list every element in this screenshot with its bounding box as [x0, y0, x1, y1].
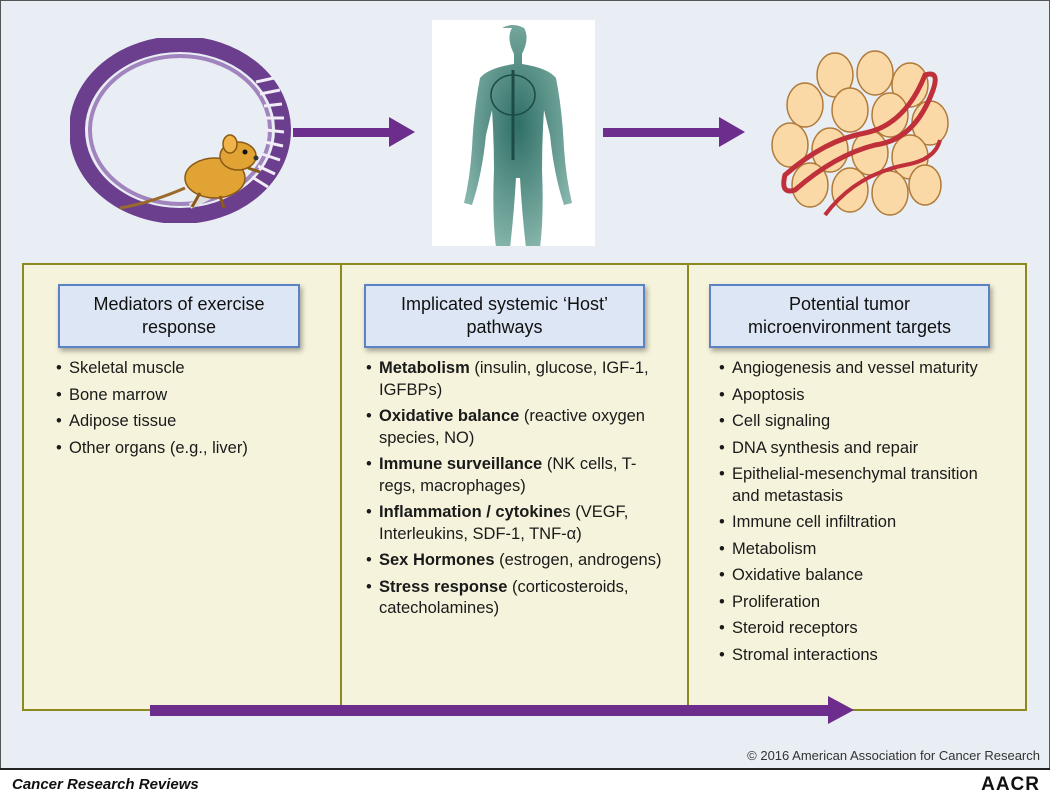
- list-item: Inflammation / cytokines (VEGF, Interleu…: [366, 502, 666, 545]
- column-header-tumor-targets: Potential tumor microenvironment targets: [709, 284, 990, 348]
- list-item: Metabolism: [719, 539, 1009, 561]
- mouse-in-wheel-illustration: [70, 38, 291, 223]
- mediators-list: Skeletal muscle Bone marrow Adipose tiss…: [56, 358, 326, 464]
- list-item: Stromal interactions: [719, 645, 1009, 667]
- list-item: Metabolism (insulin, glucose, IGF-1, IGF…: [366, 358, 666, 401]
- bottom-arrow: [150, 696, 854, 724]
- list-item: Cell signaling: [719, 411, 1009, 433]
- human-body-xray-illustration: [432, 20, 595, 246]
- tumor-targets-list: Angiogenesis and vessel maturity Apoptos…: [719, 358, 1009, 671]
- list-item: Other organs (e.g., liver): [56, 438, 326, 460]
- top-illustrations: [0, 0, 1050, 260]
- column-header-label: Implicated systemic ‘Host’ pathways: [400, 294, 609, 337]
- journal-title: Cancer Research Reviews: [12, 776, 199, 793]
- list-item: Apoptosis: [719, 385, 1009, 407]
- arrow-1: [293, 117, 415, 147]
- arrow-2: [603, 117, 745, 147]
- list-item: Immune surveillance (NK cells, T-regs, m…: [366, 454, 666, 497]
- list-item: Proliferation: [719, 592, 1009, 614]
- list-item: Angiogenesis and vessel maturity: [719, 358, 1009, 380]
- copyright-text: © 2016 American Association for Cancer R…: [747, 748, 1040, 763]
- list-item: Oxidative balance: [719, 565, 1009, 587]
- list-item: Skeletal muscle: [56, 358, 326, 380]
- list-item: Adipose tissue: [56, 411, 326, 433]
- list-item: Steroid receptors: [719, 618, 1009, 640]
- list-item: Sex Hormones (estrogen, androgens): [366, 550, 666, 572]
- list-item: Immune cell infiltration: [719, 512, 1009, 534]
- column-header-label: Potential tumor microenvironment targets: [747, 294, 952, 337]
- list-item: Oxidative balance (reactive oxygen speci…: [366, 406, 666, 449]
- host-pathways-list: Metabolism (insulin, glucose, IGF-1, IGF…: [366, 358, 666, 625]
- list-item: Epithelial-mesenchymal transition and me…: [719, 464, 1009, 507]
- column-header-host-pathways: Implicated systemic ‘Host’ pathways: [364, 284, 645, 348]
- column-divider-2: [687, 265, 689, 709]
- list-item: DNA synthesis and repair: [719, 438, 1009, 460]
- column-divider-1: [340, 265, 342, 709]
- column-header-label: Mediators of exercise response: [93, 294, 265, 337]
- aacr-logo: AACR: [981, 774, 1040, 795]
- footer-bar: Cancer Research Reviews AACR: [0, 768, 1050, 798]
- list-item: Stress response (corticosteroids, catech…: [366, 577, 666, 620]
- tumor-cells-vessel-illustration: [771, 50, 949, 217]
- column-header-mediators: Mediators of exercise response: [58, 284, 300, 348]
- list-item: Bone marrow: [56, 385, 326, 407]
